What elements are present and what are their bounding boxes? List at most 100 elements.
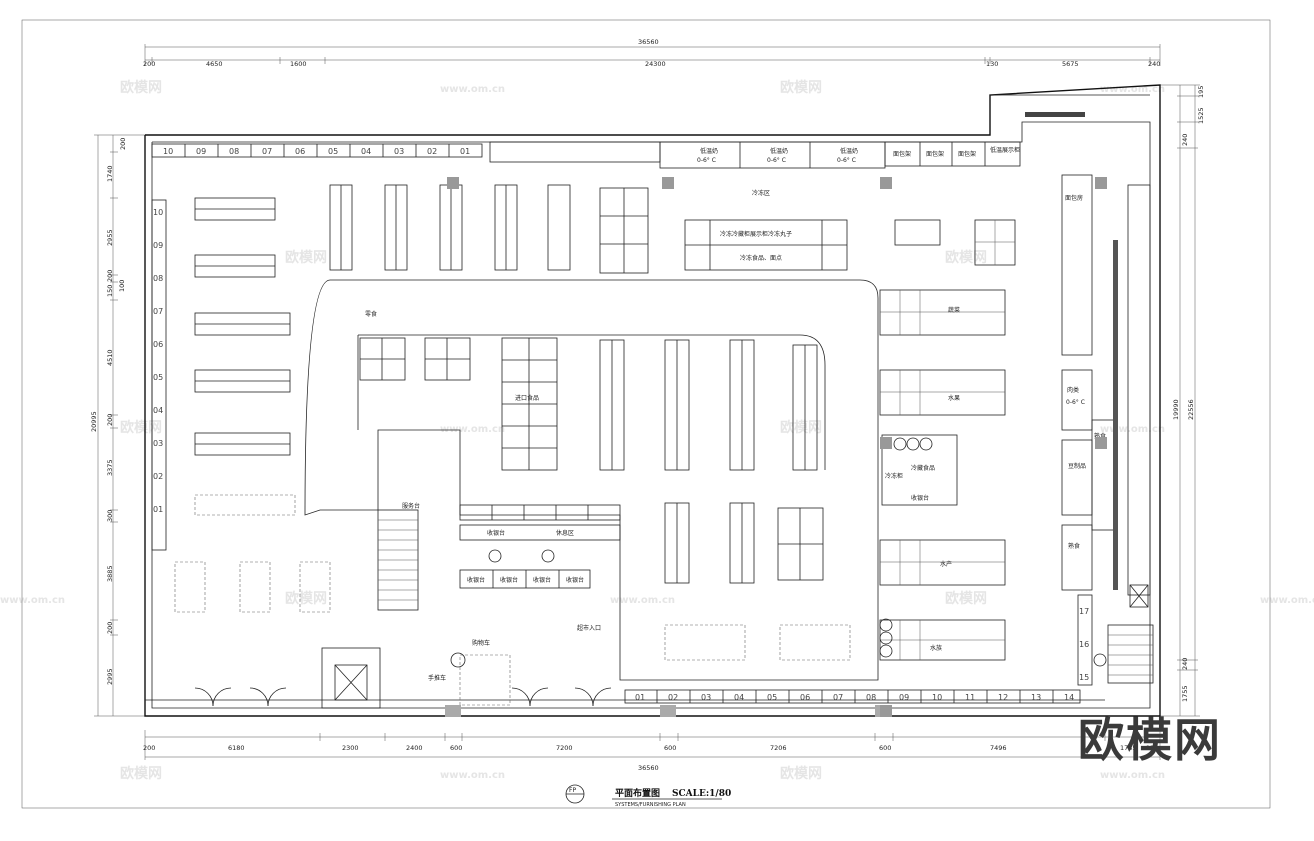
right-inner-dim: 19990 [1172, 399, 1180, 420]
drawing-scale: SCALE:1/80 [672, 789, 731, 799]
top-bay-09: 09 [196, 147, 206, 156]
watermark-3: 欧模网 [285, 249, 327, 266]
checkout-area-label: 收银台 [487, 529, 505, 537]
drawing-subtitle: SYSTEMS/FURNISHING PLAN [615, 802, 686, 808]
left-dim-10: 300 [106, 510, 114, 522]
top-bay-01: 01 [460, 147, 470, 156]
left-dimensions: 20995 200 1740 2955 200 150 100 4510 200… [90, 134, 145, 717]
exterior-walls [144, 84, 1161, 717]
handcart-label: 手推车 [428, 674, 446, 682]
bottom-dim-2: 6180 [228, 744, 245, 752]
service-desk-label: 服务台 [402, 502, 420, 510]
right-bay-17: 17 [1079, 607, 1089, 616]
low-temp-label-3: 低温奶 [840, 147, 858, 155]
bottom-dimensions: 200 6180 2300 2400 600 7200 600 7206 600… [143, 730, 1161, 772]
left-dim-1: 200 [119, 138, 127, 150]
top-bay-02: 02 [427, 147, 437, 156]
low-temp-cabinet-label: 低温展示柜 [990, 146, 1020, 154]
bottom-bay-10: 10 [932, 693, 942, 702]
left-bay-10: 10 [153, 208, 163, 217]
top-dim-1: 200 [143, 60, 155, 68]
shopping-cart-label: 购物车 [472, 639, 490, 647]
cold-storage-label: 冷冻冷藏柜展示柜冷冻丸子 [720, 230, 792, 238]
left-dim-5: 150 [106, 285, 114, 297]
watermark-2: 欧模网 [780, 79, 822, 96]
snacks-label: 零食 [365, 310, 377, 318]
watermark-url-6: www.om.cn [610, 595, 675, 606]
right-lower-bays: 17 16 15 [1077, 594, 1154, 686]
left-bay-03: 03 [153, 439, 163, 448]
top-right-counter [1025, 112, 1085, 117]
bottom-bay-11: 11 [965, 693, 975, 702]
watermark-url-7: www.om.cn [1260, 595, 1314, 606]
upper-gondolas [329, 184, 649, 274]
supermarket-entry-label: 超市入口 [577, 624, 601, 632]
watermark-8: 欧模网 [945, 590, 987, 607]
bottom-bay-05: 05 [767, 693, 777, 702]
left-bay-04: 04 [153, 406, 163, 415]
bottom-total-dim: 36560 [638, 764, 659, 772]
cashier-counter-2: 收银台 [500, 576, 518, 584]
watermark-10: 欧模网 [780, 765, 822, 782]
title-block: FP 平面布置图 SCALE:1/80 SYSTEMS/FURNISHING P… [565, 784, 731, 808]
left-bay-05: 05 [153, 373, 163, 382]
center-gondolas [599, 339, 824, 584]
cold-display-island: 冷冻冷藏柜展示柜冷冻丸子 冷冻食品、面点 [684, 219, 848, 271]
top-dim-4: 24300 [645, 60, 666, 68]
left-bay-08: 08 [153, 274, 163, 283]
title-badge: FP [569, 787, 576, 794]
top-bay-04: 04 [361, 147, 371, 156]
watermark-5: 欧模网 [120, 419, 162, 436]
central-block: 零食 [304, 279, 879, 681]
bottom-bay-14: 14 [1064, 693, 1074, 702]
bottom-bay-12: 12 [998, 693, 1008, 702]
left-bay-01: 01 [153, 505, 163, 514]
watermark-url-3: www.om.cn [440, 424, 505, 435]
right-dim-4: 240 [1181, 658, 1189, 670]
watermark-url-5: www.om.cn [0, 595, 65, 606]
cashier-counter-1: 收银台 [467, 576, 485, 584]
left-dim-13: 2995 [106, 668, 114, 685]
imported-food-label: 进口食品 [515, 394, 539, 402]
top-shelf-row: 10 09 08 07 06 05 04 03 02 01 [151, 143, 483, 158]
left-dim-8: 200 [106, 414, 114, 426]
temp-label-1: 0-6° C [697, 157, 716, 164]
watermark-url-9: www.om.cn [1100, 770, 1165, 781]
bread-label-1: 面包架 [893, 150, 911, 158]
left-bay-09: 09 [153, 241, 163, 250]
watermark-url-2: www.om.cn [1100, 84, 1165, 95]
bottom-bay-09: 09 [899, 693, 909, 702]
temp-label-4: 0-6° C [1066, 399, 1085, 406]
bread-label-3: 面包架 [958, 150, 976, 158]
seafood-label: 水产 [940, 560, 952, 568]
cart-zone: 购物车 手推车 [174, 561, 511, 709]
bottom-dim-4: 2400 [406, 744, 423, 752]
sheet-border [21, 19, 1271, 809]
temp-label-3: 0-6° C [837, 157, 856, 164]
cashier-stand-label: 收银台 [911, 494, 929, 502]
right-dim-1: 195 [1197, 86, 1205, 98]
right-dim-2: 1525 [1197, 107, 1205, 124]
bakery-label: 面包房 [1065, 194, 1083, 202]
brand-logo-text: 欧模网 [1078, 713, 1222, 767]
left-dim-2: 1740 [106, 165, 114, 182]
left-dim-7: 4510 [106, 349, 114, 366]
bottom-bay-07: 07 [833, 693, 843, 702]
fresh-zone: 蔬菜 水果 冷冻柜 冷藏食品 收银台 水产 水族 [664, 219, 1016, 661]
bottom-bay-03: 03 [701, 693, 711, 702]
left-bay-02: 02 [153, 472, 163, 481]
top-cold-cabinets: 低温奶 0-6° C 低温奶 0-6° C 低温奶 0-6° C 面包架 面包架… [489, 141, 1021, 197]
top-dim-6: 5675 [1062, 60, 1079, 68]
bottom-dim-7: 600 [664, 744, 676, 752]
bottom-bay-13: 13 [1031, 693, 1041, 702]
watermark-url-8: www.om.cn [440, 770, 505, 781]
bottom-dim-1: 200 [143, 744, 155, 752]
vegetables-label: 蔬菜 [948, 306, 960, 314]
watermark-url-1: www.om.cn [440, 84, 505, 95]
watermark-4: 欧模网 [945, 249, 987, 266]
left-dim-9: 3375 [106, 459, 114, 476]
checkout-area: 收银台 休息区 收银台 收银台 收银台 收银台 超市入口 [459, 504, 621, 632]
right-dim-5: 1755 [1181, 685, 1189, 702]
top-bay-10: 10 [163, 147, 173, 156]
